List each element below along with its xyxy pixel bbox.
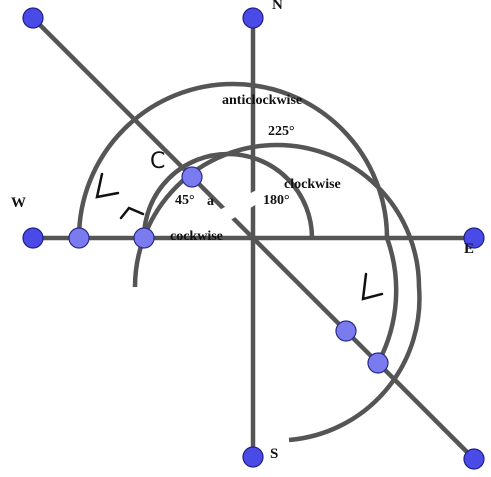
angle-45-label: 45° — [175, 193, 195, 208]
middle-arc-start-point[interactable] — [181, 166, 203, 188]
outer-arc-end-point[interactable] — [367, 352, 389, 374]
middle-rotation-arc — [132, 142, 422, 443]
erase-patch — [212, 187, 270, 224]
arrow-tick-inner — [119, 206, 145, 220]
north-label: N — [272, 0, 283, 13]
angle-225-label: 225° — [268, 124, 295, 139]
diagonal-line — [30, 15, 477, 462]
outer-rotation-arc — [76, 81, 399, 365]
diagonal-end-point[interactable] — [463, 448, 485, 470]
diagonal-start-point[interactable] — [22, 7, 44, 29]
north-point[interactable] — [242, 7, 264, 29]
anticlockwise-label: anticlockwise — [222, 93, 302, 108]
west-label: W — [11, 195, 26, 211]
arrow-tick-west — [95, 172, 120, 199]
angle-partial-label: a — [207, 194, 214, 209]
handwritten-c-marker: C — [150, 149, 165, 174]
west-point[interactable] — [22, 227, 44, 249]
south-label: S — [270, 446, 278, 462]
cockwise-label: cockwise — [170, 229, 223, 244]
middle-arc-end-point[interactable] — [335, 320, 357, 342]
arrow-tick-southeast — [361, 272, 384, 301]
inner-arc-start-point[interactable] — [133, 227, 155, 249]
clockwise-label: clockwise — [284, 177, 341, 192]
outer-arc-start-point[interactable] — [68, 227, 90, 249]
east-label: E — [464, 241, 474, 257]
angle-180-label: 180° — [263, 193, 290, 208]
south-point[interactable] — [242, 446, 264, 468]
east-point[interactable] — [463, 227, 485, 249]
